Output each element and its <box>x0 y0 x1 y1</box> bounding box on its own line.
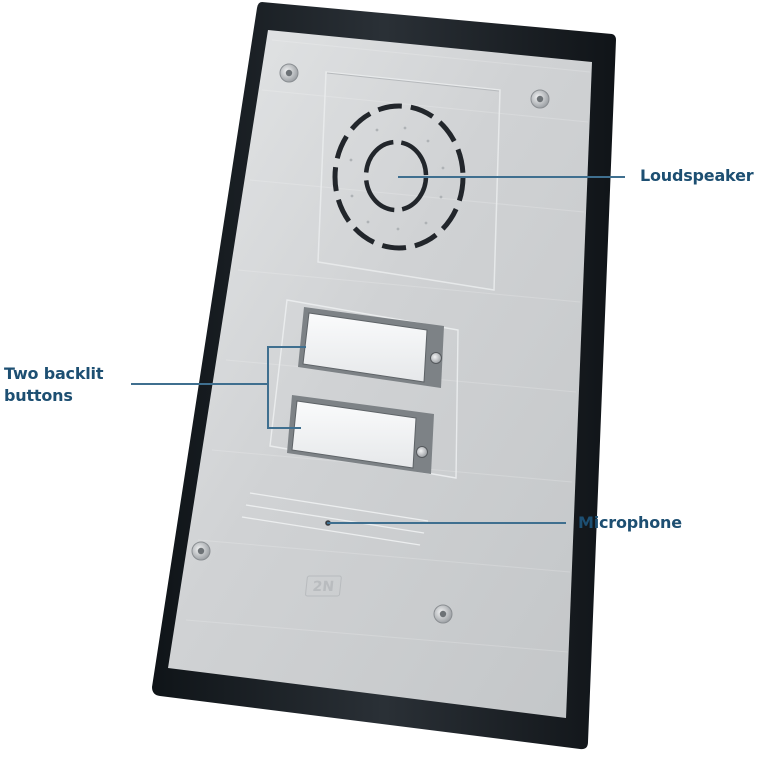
microphone-grooves <box>241 492 429 546</box>
brand-logo-text: 2N <box>312 579 335 595</box>
loudspeaker-label: Loudspeaker <box>640 166 754 185</box>
microphone-label: Microphone <box>578 513 682 532</box>
screw-bottom-right-icon <box>433 604 453 624</box>
callout-lines <box>131 176 625 524</box>
screw-bottom-left-icon <box>191 541 211 561</box>
brand-logo: 2N <box>305 575 342 597</box>
backlit-button-2 <box>287 395 434 474</box>
buttons-label-line-1: Two backlit <box>4 364 104 383</box>
speaker-module-outline <box>317 71 501 291</box>
button-module-outline <box>269 299 459 479</box>
screw-top-right-icon <box>530 89 550 109</box>
backlit-button-1 <box>298 307 444 388</box>
buttons-label-line-2: buttons <box>4 386 73 405</box>
button-2-screw-icon <box>416 446 428 458</box>
buttons-label: Two backlit buttons <box>4 363 103 407</box>
screw-top-left-icon <box>279 63 299 83</box>
buttons-callout-line <box>131 346 306 429</box>
button-1-screw-icon <box>430 352 442 364</box>
